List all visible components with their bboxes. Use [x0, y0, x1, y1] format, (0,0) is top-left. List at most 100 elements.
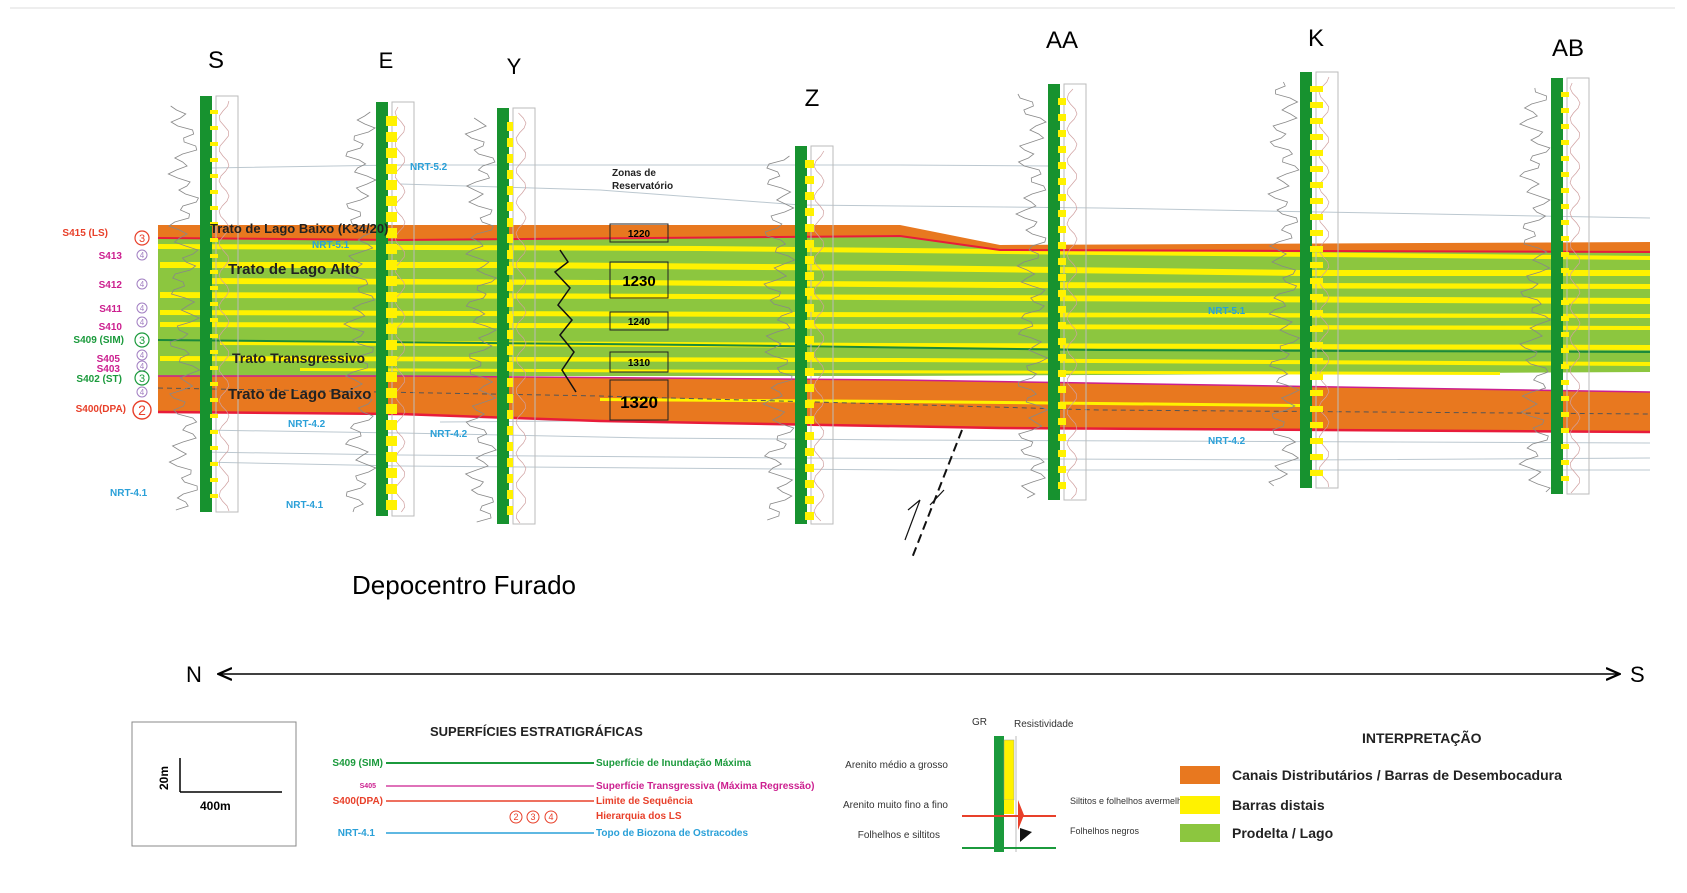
- surface-code: S409 (SIM): [73, 335, 124, 346]
- order-number: 4: [140, 362, 145, 371]
- order-number: 3: [139, 335, 145, 347]
- horizontal-scale: 400m: [200, 799, 231, 813]
- surface-code: S403: [97, 364, 121, 375]
- legend-desc: Hierarquia dos LS: [596, 811, 682, 822]
- legend-code: NRT-4.1: [338, 828, 376, 839]
- fault-line: [911, 429, 963, 559]
- well-log: [1267, 71, 1339, 489]
- well-columns: [167, 71, 1590, 525]
- tract-label: Trato de Lago Alto: [228, 261, 359, 278]
- legend-label: Prodelta / Lago: [1232, 825, 1333, 841]
- order-number: 4: [140, 351, 145, 360]
- well-label-k: K: [1308, 25, 1324, 52]
- well-log: [762, 145, 834, 525]
- surface-code: S413: [99, 251, 123, 262]
- vertical-scale: 20m: [157, 766, 171, 790]
- reservoir-zones: Zonas de Reservatório 1220 1230 1240 131…: [609, 168, 673, 421]
- south-label: S: [1630, 662, 1645, 687]
- order-number: 3: [139, 373, 145, 385]
- zone-label: 1220: [628, 229, 651, 240]
- order-number: 3: [530, 812, 535, 822]
- lithology-label: Siltitos e folhelhos avermelhados: [1070, 796, 1202, 806]
- tract-label: Trato de Lago Baixo (K34/20): [210, 221, 388, 236]
- well-log: [1518, 77, 1590, 495]
- order-number: 4: [140, 388, 145, 397]
- surface-s402-dashed: [157, 387, 1651, 415]
- well-label-e: E: [379, 48, 394, 73]
- nrt-label: NRT-4.2: [430, 429, 468, 440]
- nrt-label: NRT-4.2: [288, 419, 326, 430]
- zone-label: 1310: [628, 358, 651, 369]
- legend-desc: Superfície de Inundação Máxima: [596, 758, 751, 769]
- zone-label: 1240: [628, 317, 651, 328]
- surface-code: S405: [97, 354, 121, 365]
- legend-label: Barras distais: [1232, 797, 1325, 813]
- surface-s409: [157, 339, 1651, 353]
- well-log: [167, 95, 239, 513]
- surface-code: S411: [99, 304, 122, 315]
- order-number: 4: [140, 304, 145, 313]
- order-number: 3: [139, 233, 145, 245]
- log-legend: GR Resistividade Arenito médio a grosso …: [843, 717, 1202, 852]
- nrt-labels: NRT-5.2 NRT-5.1 NRT-5.1 NRT-4.2 NRT-4.2 …: [110, 162, 1246, 511]
- zone-label: 1230: [622, 273, 655, 290]
- surfaces-legend: SUPERFÍCIES ESTRATIGRÁFICAS S409 (SIM) S…: [332, 724, 814, 839]
- legend-swatch: [1180, 766, 1220, 784]
- well-label-z: Z: [805, 85, 820, 112]
- tract-label: Trato Transgressivo: [232, 350, 365, 366]
- legend-desc: Topo de Biozona de Ostracodes: [596, 828, 748, 839]
- fault-arrows: [904, 489, 945, 541]
- scale-box: 20m 400m: [131, 721, 297, 847]
- legend-title: SUPERFÍCIES ESTRATIGRÁFICAS: [430, 724, 643, 739]
- lithology-label: Arenito médio a grosso: [845, 760, 948, 771]
- well-log: [464, 107, 536, 525]
- surface-code: S400(DPA): [76, 404, 126, 415]
- reservoir-trend-line: [553, 249, 577, 393]
- surface-s400: [157, 410, 1651, 434]
- surface-code: S412: [99, 280, 123, 291]
- order-number: 4: [140, 251, 145, 260]
- correlation-panel: S E Y Z AA K AB S415 (LS) S413 S412 S411…: [62, 25, 1651, 600]
- order-number: 2: [513, 812, 518, 822]
- well-log: [343, 101, 415, 517]
- nrt-label: NRT-4.2: [1208, 436, 1246, 447]
- well-label-y: Y: [507, 54, 522, 79]
- tract-label: Trato de Lago Baixo: [228, 386, 371, 403]
- orientation-axis: N S: [186, 662, 1645, 687]
- reservoir-title: Reservatório: [612, 181, 673, 192]
- legend-swatch: [1180, 796, 1220, 814]
- well-label-s: S: [208, 47, 224, 74]
- well-log: [1015, 83, 1087, 501]
- tract-labels: Trato de Lago Baixo (K34/20) Trato de La…: [210, 221, 388, 403]
- surface-code: S410: [99, 322, 123, 333]
- reservoir-title: Zonas de: [612, 168, 656, 179]
- nrt-label: NRT-5.1: [1208, 306, 1246, 317]
- north-label: N: [186, 662, 202, 687]
- zone-label: 1320: [620, 393, 658, 412]
- order-number: 4: [548, 812, 553, 822]
- surface-code: S402 (ST): [76, 374, 122, 385]
- legend-desc: Superfície Transgressiva (Máxima Regress…: [596, 781, 814, 792]
- upper-lowstand-tract: [158, 225, 1650, 252]
- surface-s402: [158, 375, 1651, 393]
- gr-label: GR: [972, 717, 987, 728]
- order-number: 4: [140, 280, 145, 289]
- legend-code: S405: [360, 783, 376, 790]
- order-number: 2: [138, 402, 146, 418]
- legend-swatch: [1180, 824, 1220, 842]
- well-label-ab: AB: [1552, 35, 1584, 62]
- nrt-label: NRT-4.1: [110, 488, 148, 499]
- lithology-label: Arenito muito fino a fino: [843, 800, 948, 811]
- resistivity-label: Resistividade: [1014, 719, 1074, 730]
- well-label-aa: AA: [1046, 27, 1078, 54]
- lithology-label: Folhelhos negros: [1070, 826, 1140, 836]
- legend-code: S400(DPA): [333, 796, 383, 807]
- order-number: 4: [140, 318, 145, 327]
- nrt-label: NRT-5.1: [312, 240, 350, 251]
- depocenter-label: Depocentro Furado: [352, 570, 576, 600]
- surface-codes: S415 (LS) S413 S412 S411 S410 S409 (SIM)…: [62, 228, 126, 415]
- surface-code: S415 (LS): [62, 228, 108, 239]
- surface-order-circles: 3 4 4 4 4 3 4 4 3 4 2: [132, 230, 152, 420]
- nrt-label: NRT-4.1: [286, 500, 324, 511]
